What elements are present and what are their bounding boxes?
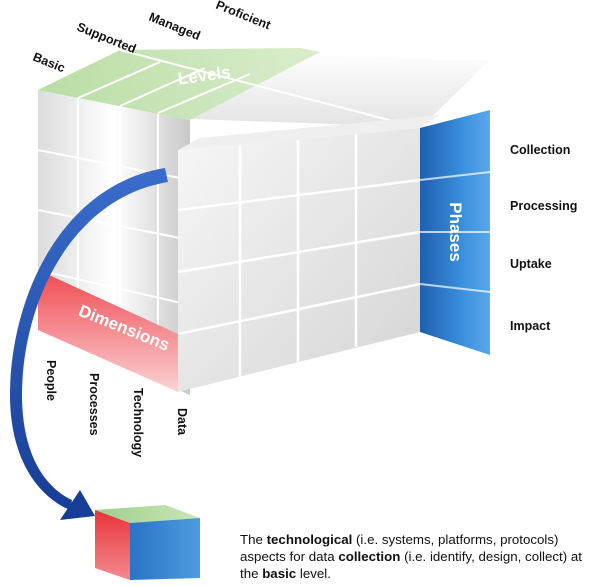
dimension-label-processes: Processes <box>87 373 101 436</box>
dimension-label-data: Data <box>175 408 189 436</box>
levels-band <box>38 48 320 120</box>
level-label-proficient: Proficient <box>214 0 273 33</box>
cube-front-face <box>177 115 440 392</box>
phase-label-uptake: Uptake <box>510 257 552 271</box>
phases-title: Phases <box>446 202 465 262</box>
caption-bold-basic: basic <box>262 566 297 581</box>
level-label-supported: Supported <box>75 20 138 56</box>
dimension-label-technology: Technology <box>131 388 145 457</box>
level-label-basic: Basic <box>31 50 67 75</box>
level-label-managed: Managed <box>147 10 202 43</box>
dimensions-band <box>38 270 178 392</box>
phase-label-processing: Processing <box>510 199 577 213</box>
phase-label-collection: Collection <box>510 143 570 157</box>
curved-arrow <box>10 168 168 520</box>
caption-bold-technological: technological <box>266 532 353 547</box>
phase-label-impact: Impact <box>510 319 551 333</box>
cube-top-face <box>38 48 490 129</box>
caption: The technological (i.e. systems, platfor… <box>240 532 582 581</box>
dimension-label-people: People <box>44 360 58 401</box>
phases-band <box>419 110 491 355</box>
caption-bold-collection: collection <box>338 549 401 564</box>
example-cube <box>95 505 200 580</box>
